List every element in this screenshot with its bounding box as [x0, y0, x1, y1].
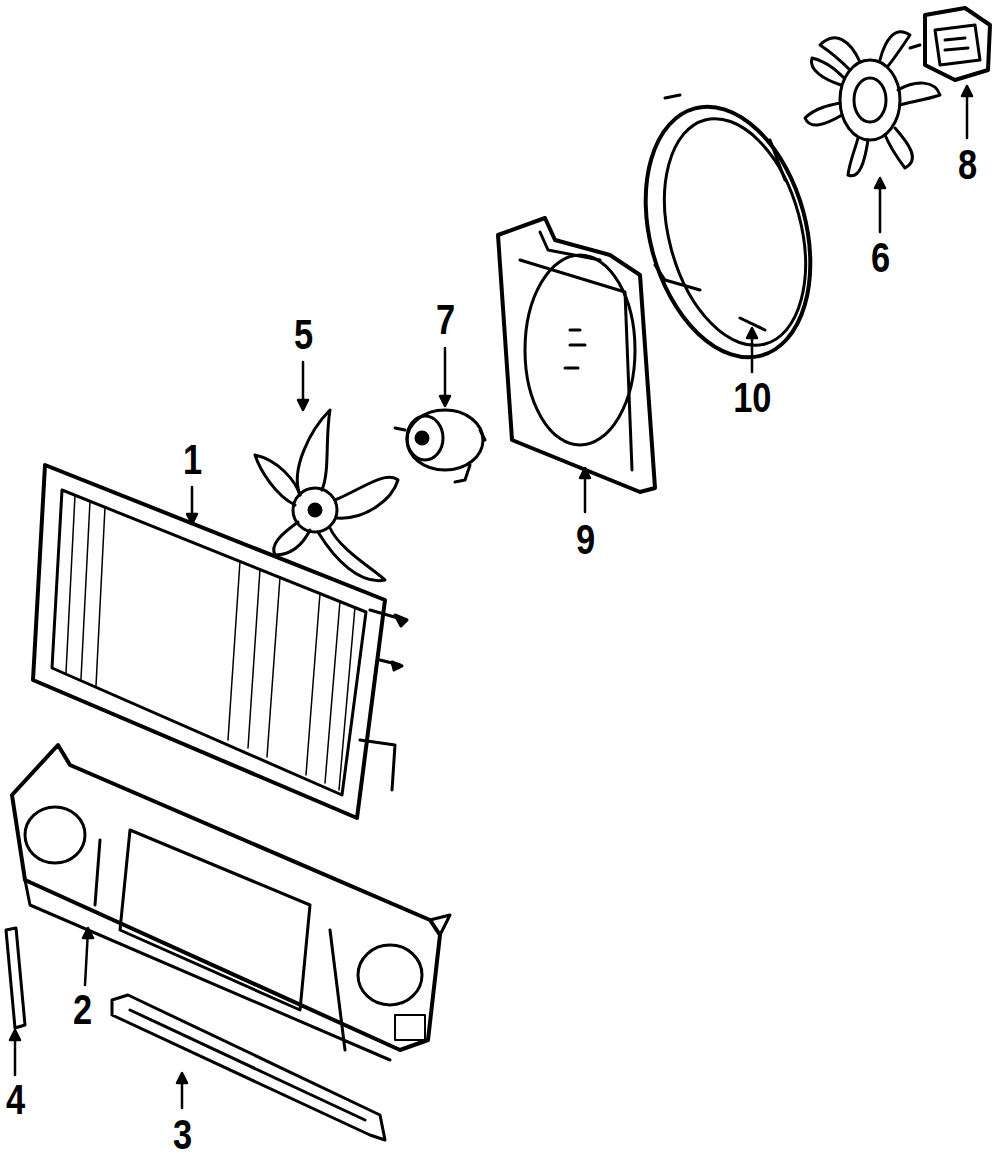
callout-number: 8: [958, 144, 977, 186]
electric-fan: [255, 410, 398, 581]
fan-shroud: [498, 218, 655, 492]
callout-number: 4: [6, 1079, 25, 1121]
strip: [6, 928, 25, 1028]
radiator: [33, 465, 407, 818]
callout-number: 2: [73, 989, 92, 1031]
callout-number: 3: [173, 1114, 192, 1156]
callout-number: 9: [576, 519, 595, 561]
callout-number: 5: [294, 314, 313, 356]
radiator-support: [12, 745, 450, 1060]
lower-bar: [112, 995, 385, 1140]
clutch-fan: [805, 32, 940, 176]
leader-lines: [10, 86, 972, 1108]
fan-clutch: [910, 8, 990, 80]
callout-number: 6: [871, 237, 890, 279]
callout-number: 10: [733, 377, 771, 419]
fan-motor: [395, 410, 485, 482]
shroud-ring: [620, 88, 837, 376]
callout-number: 7: [436, 299, 455, 341]
callout-number: 1: [183, 439, 202, 481]
